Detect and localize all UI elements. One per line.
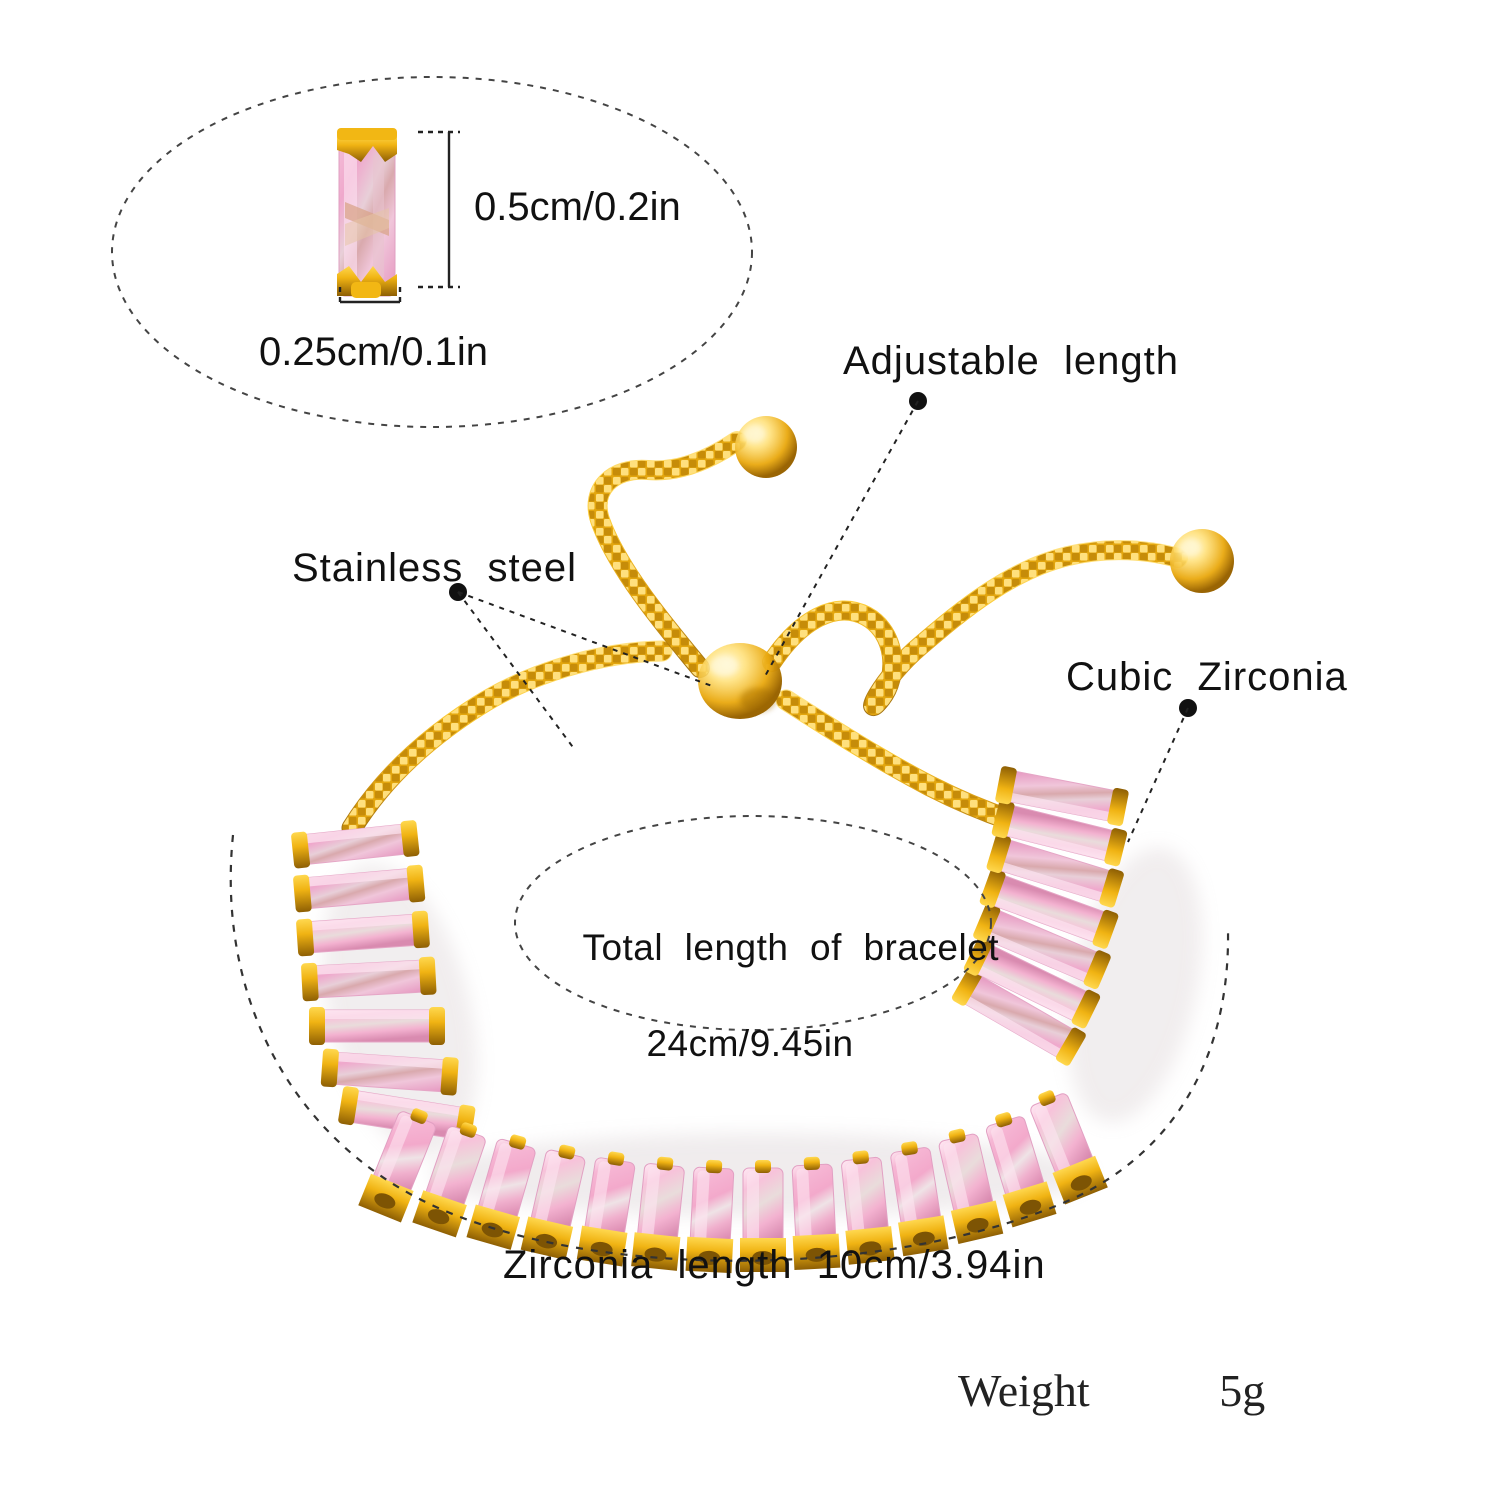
slider-bead [698,643,782,719]
weight-label: Weight [958,1365,1090,1416]
callout-label-cubic-zirconia: Cubic Zirconia [1066,655,1348,699]
dimension-label-stone-width: 0.25cm/0.1in [259,330,489,374]
total-length-ellipse [514,815,992,1031]
leader-cubic [1127,699,1197,843]
leader-stainless [449,583,713,751]
callout-label-adjustable-length: Adjustable length [843,339,1180,383]
zirconia-length-label: Zirconia length 10cm/3.94in [503,1243,1046,1287]
zirconia-length-arc [229,834,1230,1262]
gem-row-bottom [358,1090,1108,1274]
inset-gemstone [337,128,397,298]
weight-value: 5g [1219,1365,1266,1416]
total-length-text: Total length of bracelet 24cm/9.45in [540,876,998,1164]
end-ball-left [735,416,797,478]
detail-callout-ellipse [111,76,753,428]
end-ball-right [1170,529,1234,593]
gem-row-right [951,766,1129,1066]
total-length-line1: Total length of bracelet [582,927,1000,968]
bead-group [698,416,1234,719]
gem-row-left [291,820,476,1144]
leader-adjustable [763,392,927,679]
total-length-line2: 24cm/9.45in [646,1023,854,1064]
weight-row: Weight 5g [958,1364,1265,1417]
dimension-height [418,130,460,289]
dimension-label-stone-height: 0.5cm/0.2in [474,185,681,229]
callout-label-stainless-steel: Stainless steel [292,546,578,590]
dimension-width [338,287,402,305]
